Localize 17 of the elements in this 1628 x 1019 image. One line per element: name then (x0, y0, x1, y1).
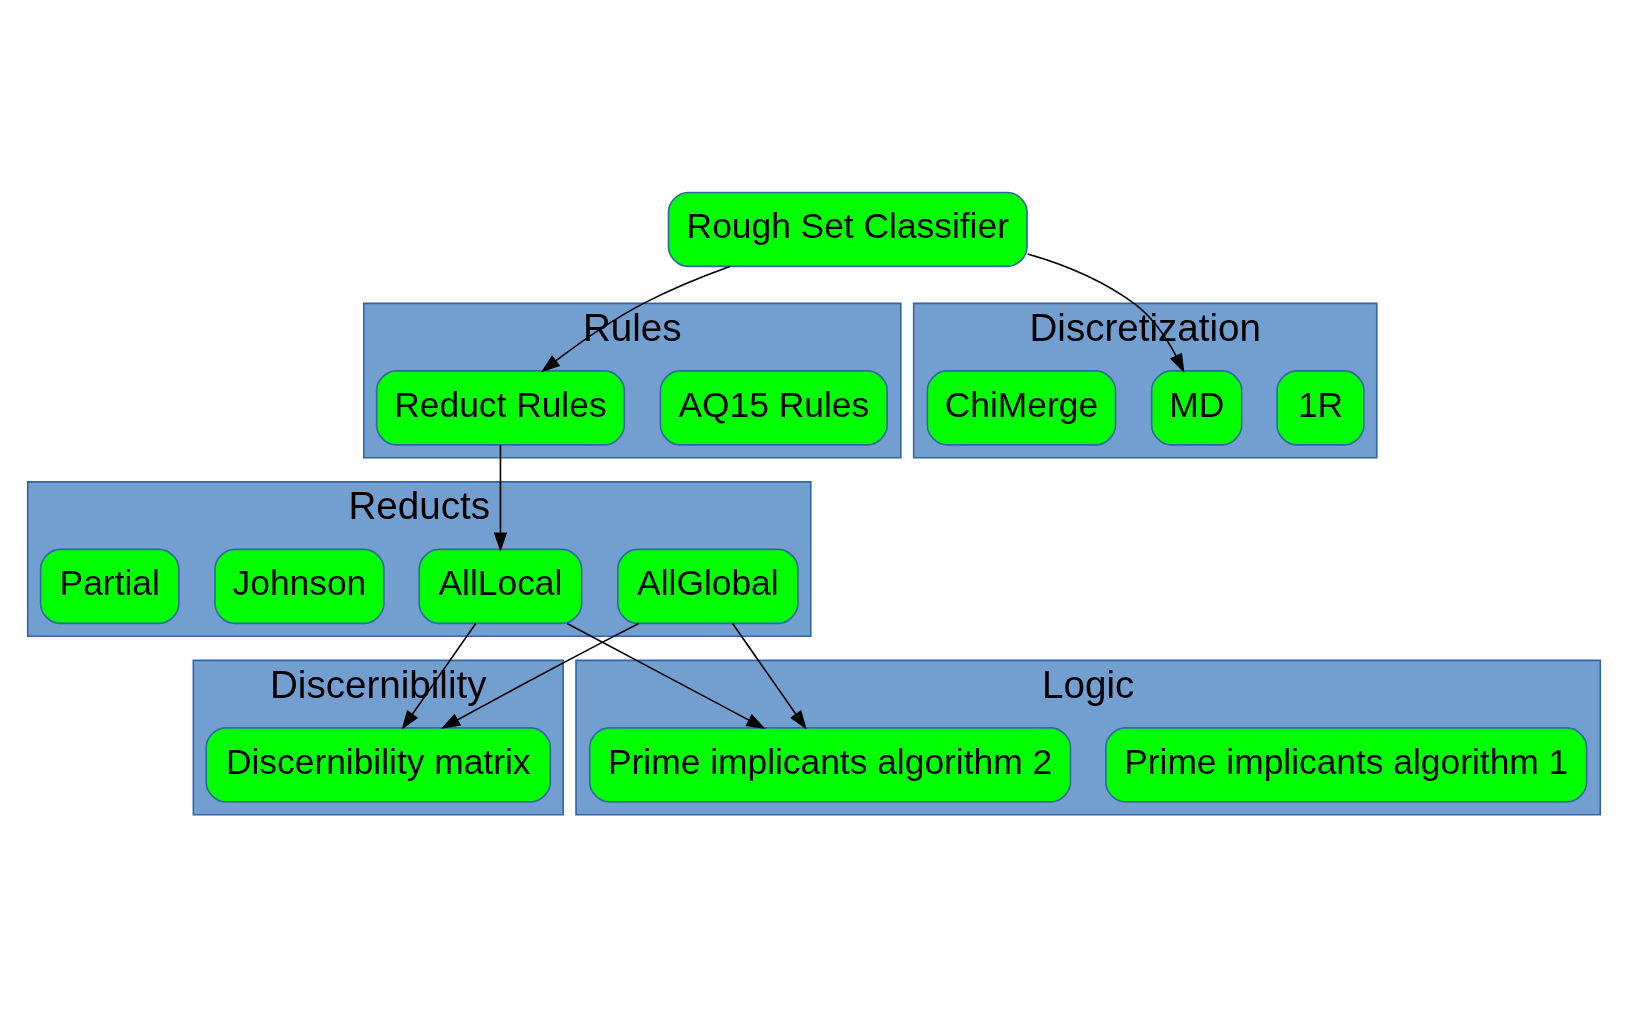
node-box: AllLocal (418, 548, 583, 624)
node-box: MD (1150, 369, 1243, 446)
node-box: 1R (1276, 369, 1365, 446)
node-box: Prime implicants algorithm 2 (588, 726, 1072, 803)
node-box: Rough Set Classifier (667, 191, 1028, 267)
node-box: Partial (39, 548, 180, 624)
arrow (440, 622, 640, 729)
node-box: Reduct Rules (375, 369, 626, 446)
arrow (566, 622, 766, 729)
arrow (731, 622, 807, 730)
node-box: Johnson (214, 548, 385, 624)
node-box: Prime implicants algorithm 1 (1105, 726, 1588, 803)
node-box: AllGlobal (617, 548, 799, 624)
node-box: AQ15 Rules (659, 369, 888, 446)
node-box: ChiMerge (926, 369, 1117, 446)
node-box: Discernibility matrix (205, 726, 552, 803)
arrow (493, 443, 508, 552)
